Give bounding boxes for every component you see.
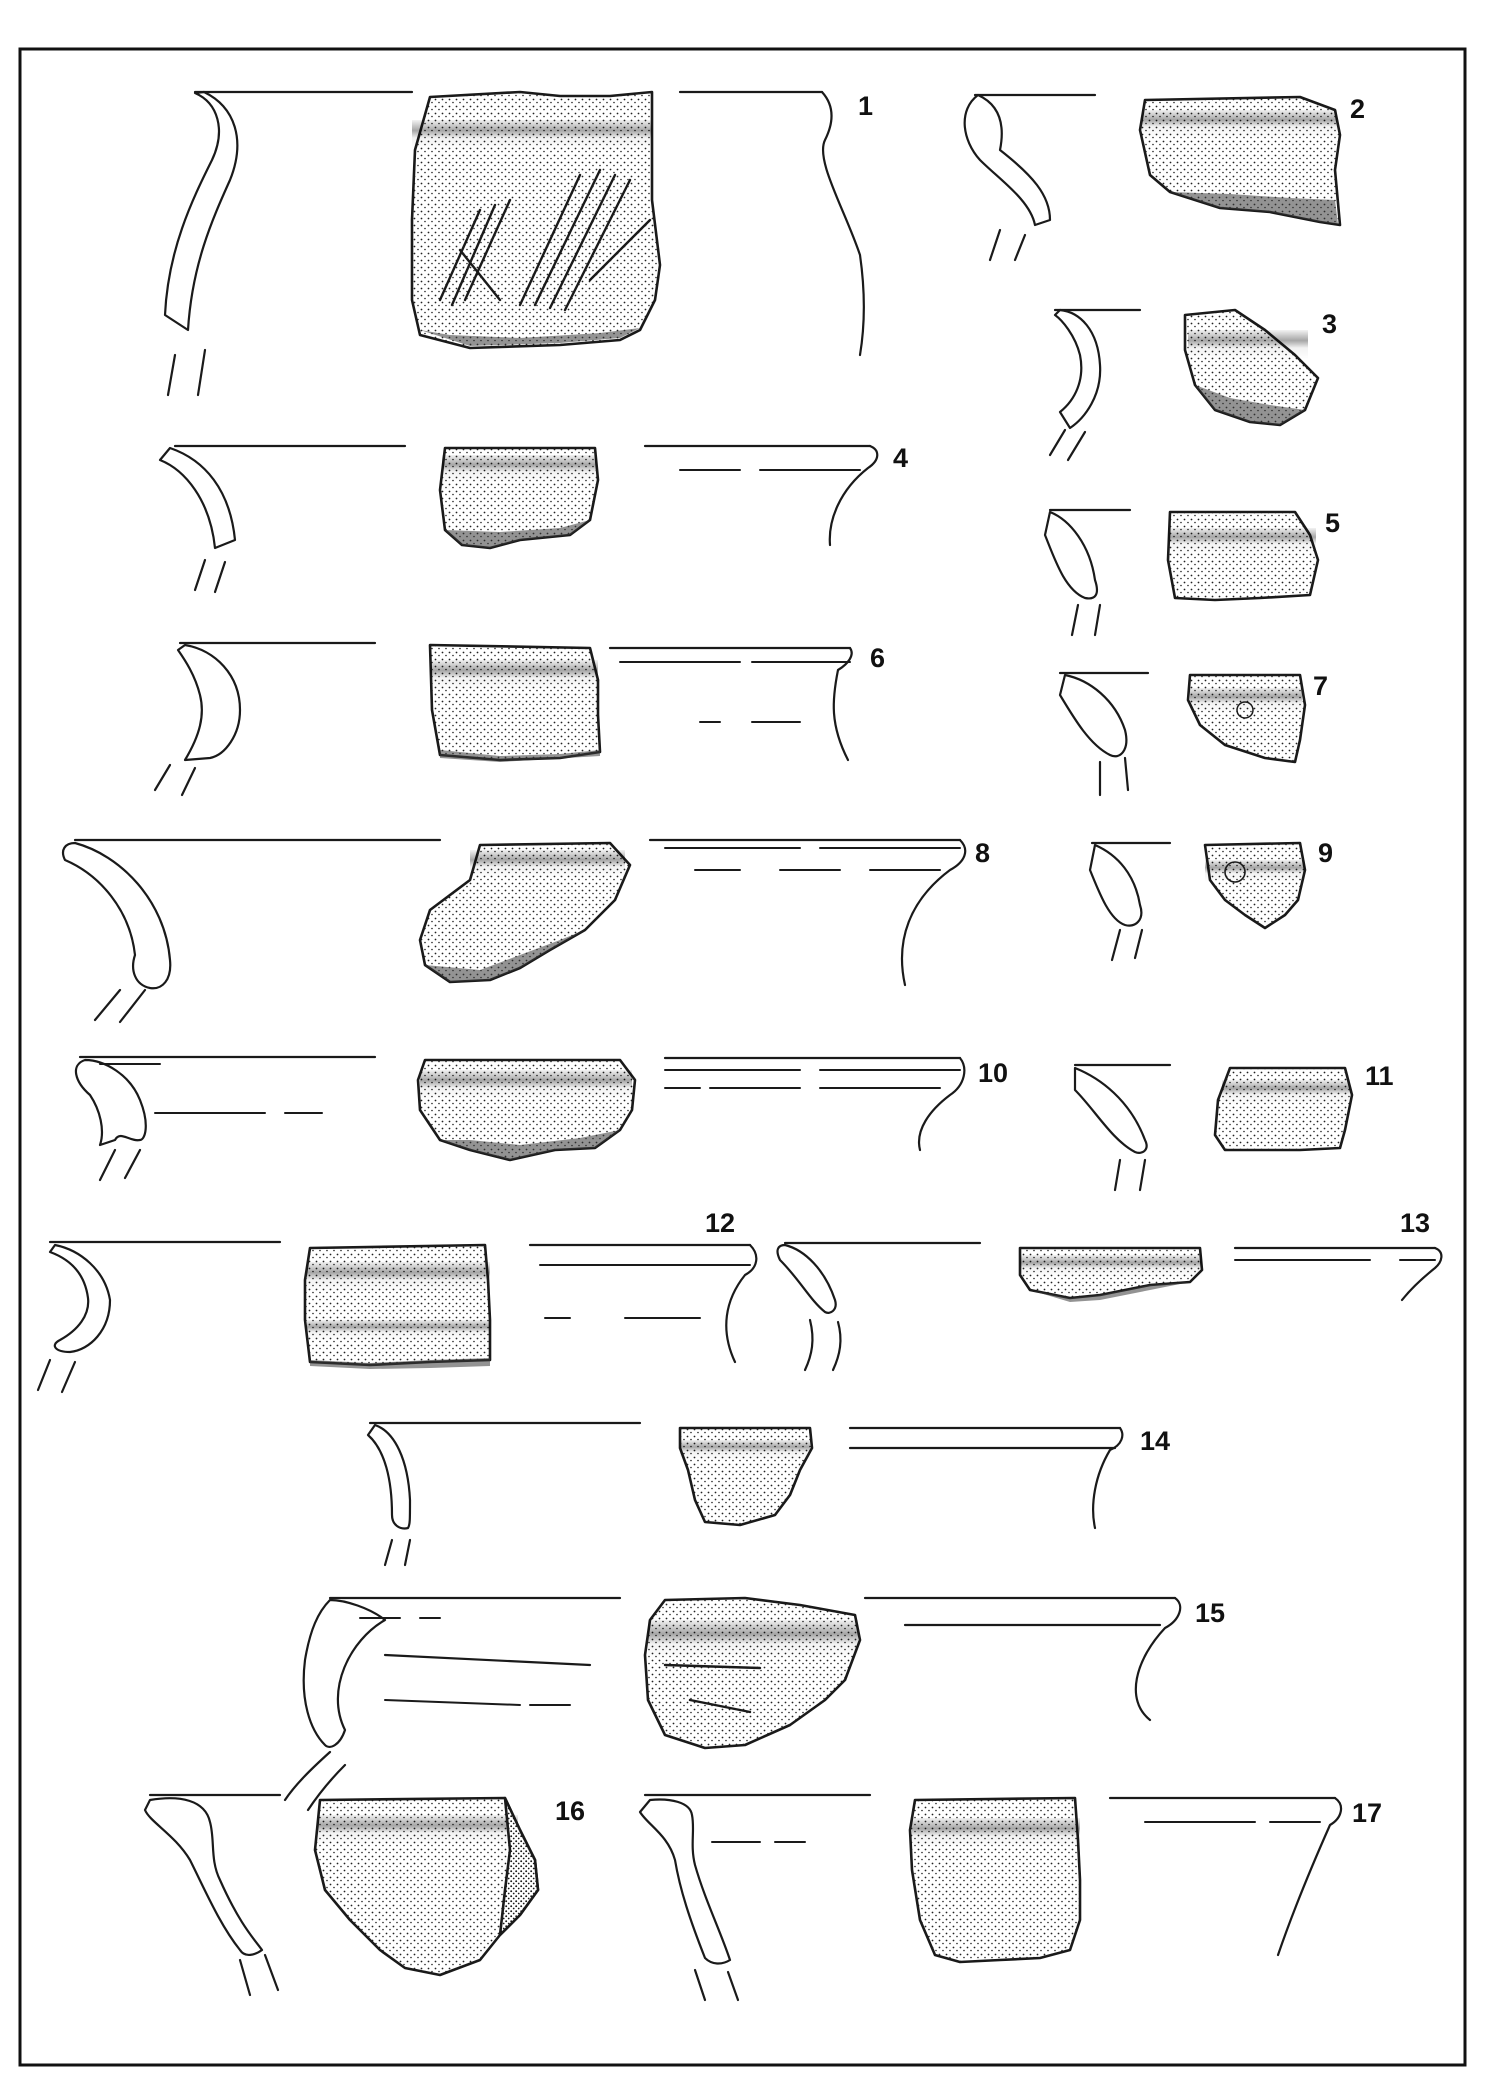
- figure-10-outline: [663, 1056, 966, 1152]
- figure-2-sherd: [1138, 95, 1342, 227]
- figure-8-sherd: [418, 841, 632, 984]
- figure-14: 14: [366, 1421, 1170, 1567]
- figure-10: 10: [74, 1055, 1008, 1182]
- figure-12-profile: [36, 1240, 282, 1394]
- figure-8-outline: [648, 838, 967, 987]
- figure-1-number: 1: [858, 91, 873, 121]
- figure-17: 17: [638, 1793, 1382, 2002]
- figure-7-number: 7: [1313, 671, 1328, 701]
- figure-7-sherd: [1186, 673, 1307, 764]
- figure-6-outline: [608, 646, 853, 762]
- figure-5-profile: [1043, 508, 1132, 637]
- figure-14-profile: [366, 1421, 642, 1567]
- figure-14-number: 14: [1140, 1426, 1170, 1456]
- figure-7-profile: [1058, 671, 1150, 797]
- plate-frame: [18, 47, 1467, 2067]
- figure-13-outline: [1233, 1246, 1443, 1302]
- figure-10-sherd: [416, 1058, 637, 1162]
- figure-7: 7: [1058, 671, 1328, 797]
- figure-6-sherd: [428, 643, 602, 762]
- figure-17-profile: [638, 1793, 872, 2002]
- figure-3: 3: [1048, 308, 1337, 462]
- figure-13: 13: [776, 1208, 1443, 1372]
- figure-9-number: 9: [1318, 838, 1333, 868]
- figure-8-number: 8: [975, 838, 990, 868]
- figure-3-profile: [1048, 308, 1142, 462]
- figure-4: 4: [158, 443, 908, 594]
- figure-6-profile: [153, 641, 377, 797]
- figure-10-profile: [74, 1055, 377, 1182]
- figure-9: 9: [1088, 838, 1333, 962]
- figure-2: 2: [963, 93, 1365, 262]
- figure-14-outline: [848, 1426, 1124, 1530]
- figure-12-number: 12: [705, 1208, 735, 1238]
- figure-17-outline: [1108, 1796, 1343, 1957]
- figure-5-number: 5: [1325, 508, 1340, 538]
- figure-8-profile: [61, 838, 442, 1024]
- figure-2-number: 2: [1350, 94, 1365, 124]
- figure-5: 5: [1043, 508, 1340, 637]
- figure-2-profile: [963, 93, 1097, 262]
- figure-3-number: 3: [1322, 309, 1337, 339]
- figure-16: 16: [143, 1793, 585, 1997]
- figure-17-number: 17: [1352, 1798, 1382, 1828]
- figure-13-sherd: [1018, 1246, 1204, 1302]
- figure-12-outline: [528, 1243, 758, 1364]
- figure-10-number: 10: [978, 1058, 1008, 1088]
- figure-9-profile: [1088, 841, 1172, 962]
- figure-15-outline: [863, 1596, 1182, 1722]
- figure-11-sherd: [1213, 1066, 1354, 1152]
- figure-13-profile: [776, 1241, 982, 1372]
- figure-11-profile: [1073, 1063, 1172, 1192]
- figure-1-sherd: [410, 90, 662, 350]
- figure-15-number: 15: [1195, 1598, 1225, 1628]
- figure-11-number: 11: [1365, 1061, 1394, 1091]
- figure-16-number: 16: [555, 1796, 585, 1826]
- figure-12: 12: [36, 1208, 758, 1394]
- figure-13-number: 13: [1400, 1208, 1430, 1238]
- figure-12-sherd: [303, 1243, 492, 1369]
- figure-6: 6: [153, 641, 885, 797]
- figure-5-sherd: [1166, 510, 1320, 602]
- figure-16-profile: [143, 1793, 282, 1997]
- figure-8: 8: [61, 838, 990, 1024]
- figure-1-outline: [678, 90, 865, 357]
- figure-1: 1: [163, 90, 873, 397]
- figure-1-profile: [163, 90, 414, 397]
- figure-9-sherd: [1203, 841, 1307, 930]
- figure-16-sherd: [313, 1796, 540, 1977]
- figure-4-profile: [158, 444, 407, 594]
- figure-4-sherd: [438, 446, 600, 550]
- figure-3-sherd: [1183, 308, 1320, 427]
- figure-4-number: 4: [893, 443, 908, 473]
- figure-15: 15: [283, 1596, 1225, 1812]
- figure-6-number: 6: [870, 643, 885, 673]
- figure-4-outline: [643, 444, 879, 547]
- figure-15-profile: [283, 1596, 622, 1812]
- figure-14-sherd: [678, 1426, 814, 1527]
- figure-11: 11: [1073, 1061, 1394, 1192]
- figure-17-sherd: [908, 1796, 1082, 1964]
- figure-15-sherd: [643, 1596, 862, 1750]
